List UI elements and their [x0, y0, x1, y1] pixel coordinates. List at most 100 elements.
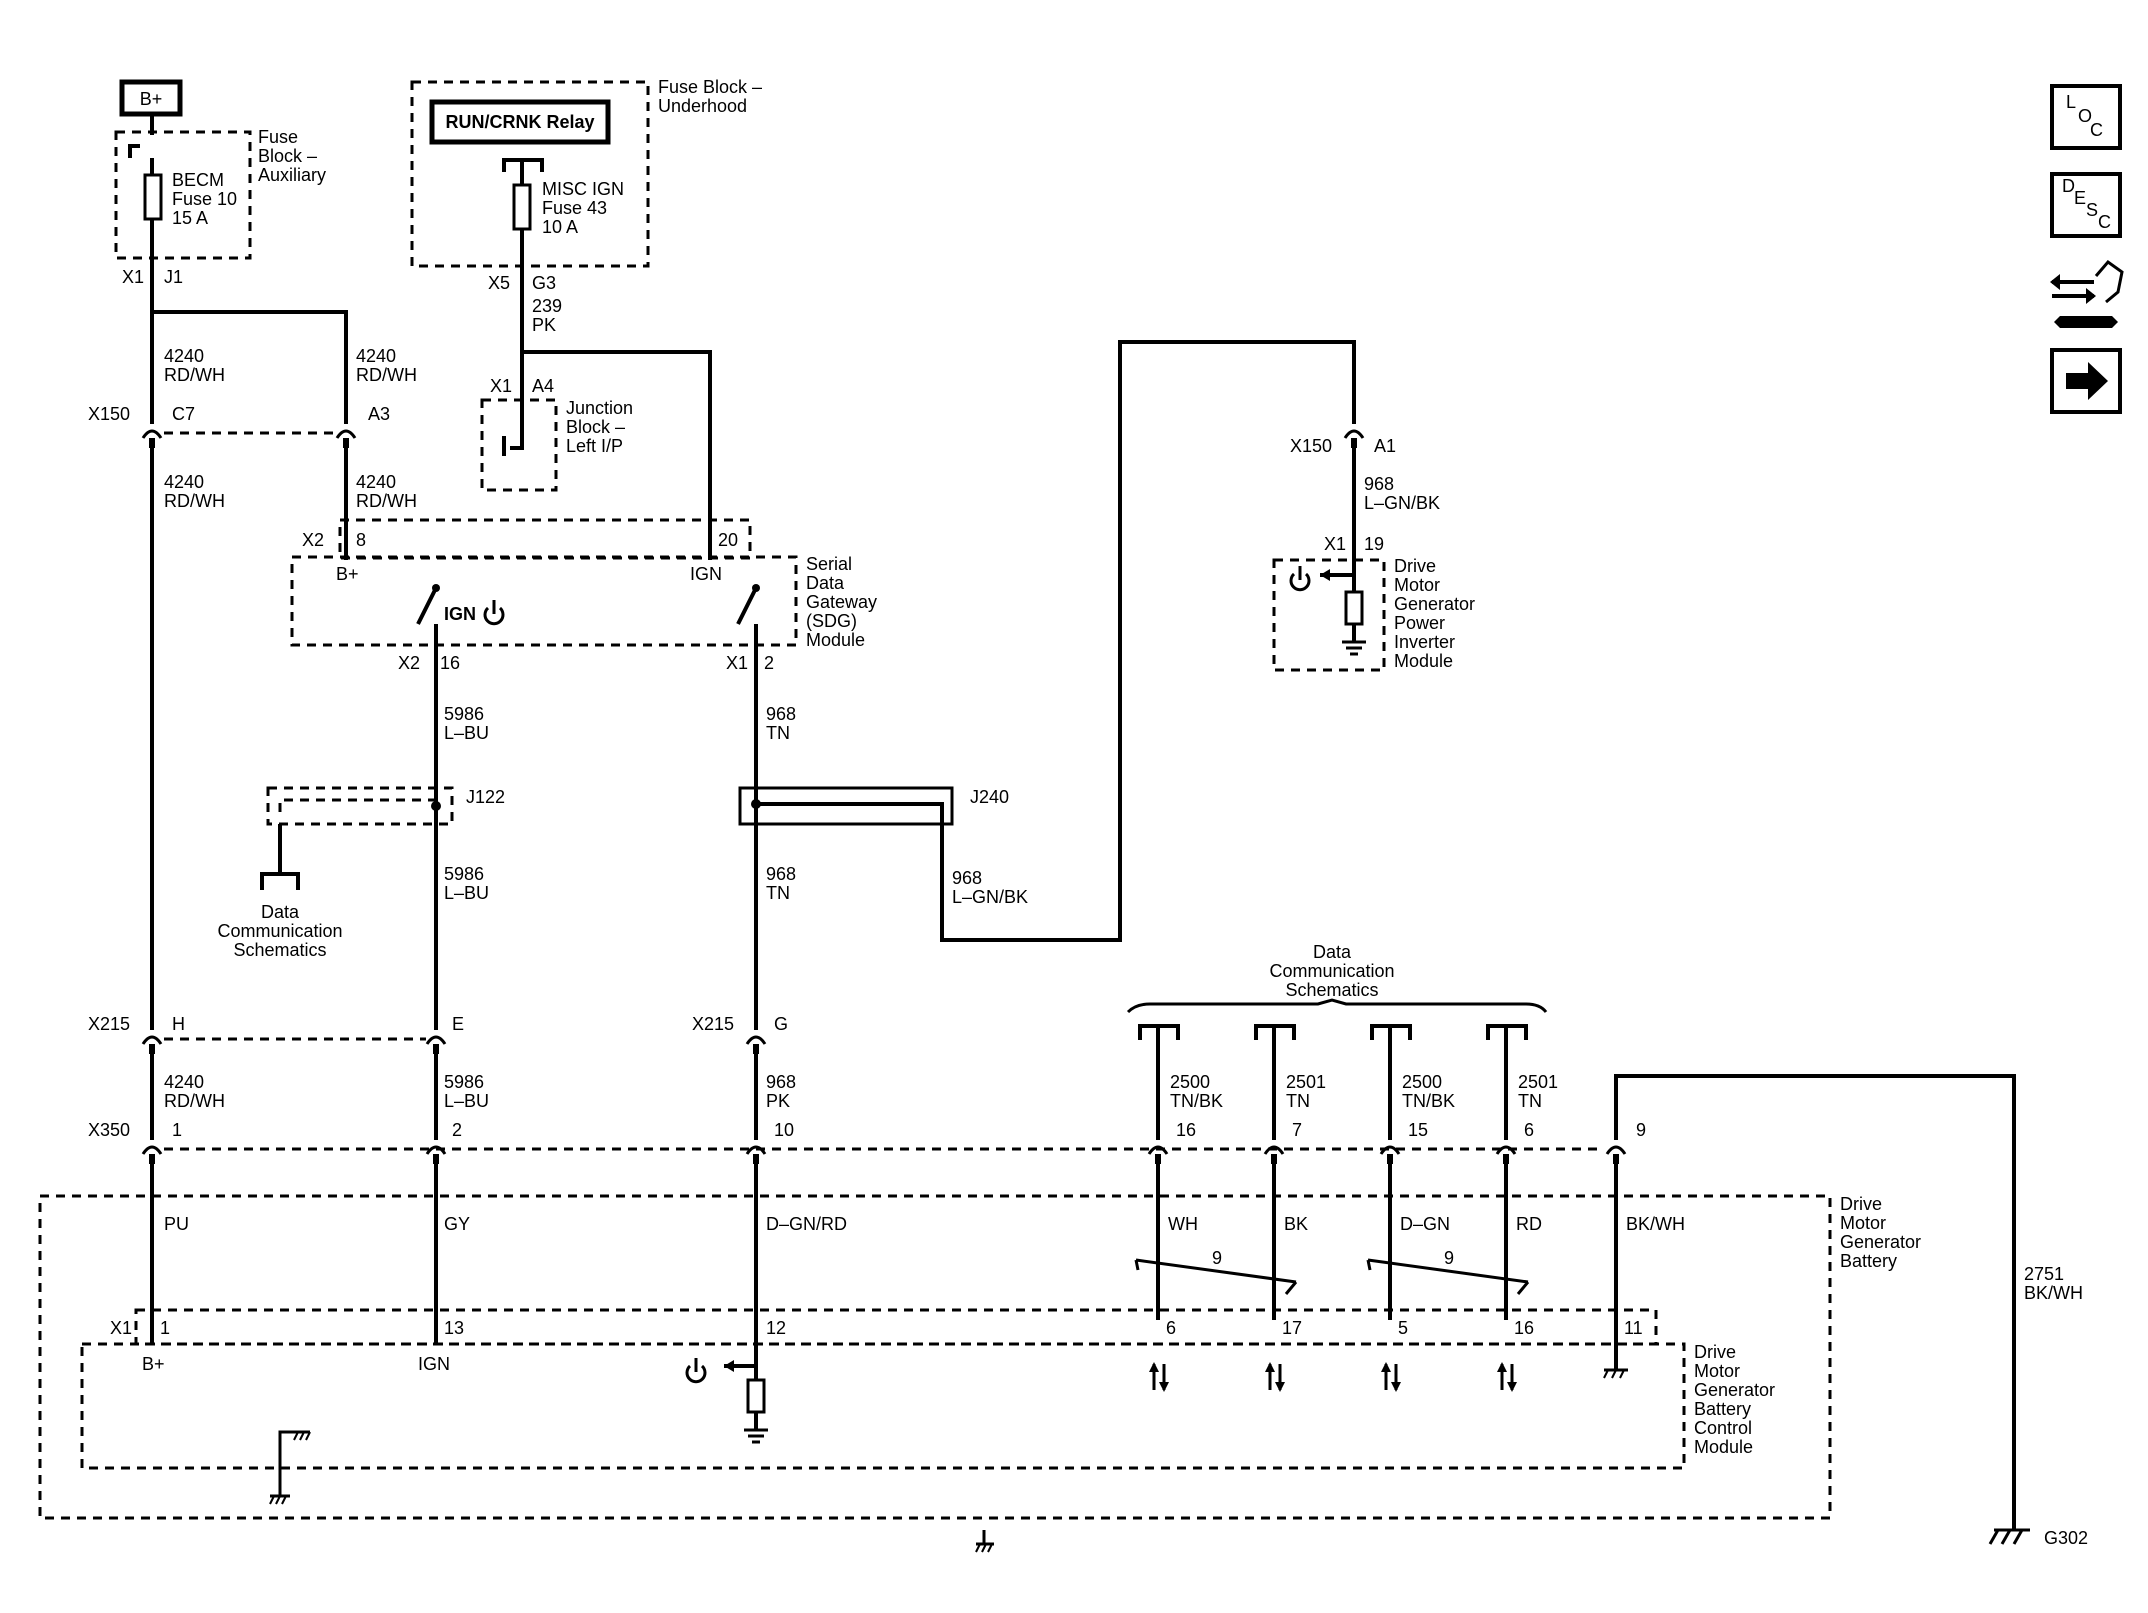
svg-text:TN: TN	[1286, 1091, 1310, 1111]
svg-text:O: O	[2078, 106, 2092, 126]
svg-text:RUN/CRNK Relay: RUN/CRNK Relay	[445, 112, 594, 132]
svg-text:Generator: Generator	[1394, 594, 1475, 614]
svg-text:9: 9	[1444, 1248, 1454, 1268]
junction-block-left-ip: Junction Block – Left I/P X1 A4	[480, 350, 712, 555]
svg-text:968: 968	[952, 868, 982, 888]
svg-text:Communication: Communication	[217, 921, 342, 941]
svg-text:4240: 4240	[164, 346, 204, 366]
svg-text:L–GN/BK: L–GN/BK	[952, 887, 1028, 907]
svg-text:IGN: IGN	[690, 564, 722, 584]
svg-text:2751: 2751	[2024, 1264, 2064, 1284]
svg-text:10: 10	[774, 1120, 794, 1140]
svg-text:TN: TN	[1518, 1091, 1542, 1111]
svg-text:Serial: Serial	[806, 554, 852, 574]
bidirectional-arrow-icon	[1497, 1362, 1517, 1392]
svg-text:Left I/P: Left I/P	[566, 436, 623, 456]
splice-j122: J122 Data Communication Schematics	[217, 786, 505, 960]
svg-text:15: 15	[1408, 1120, 1428, 1140]
svg-text:239: 239	[532, 296, 562, 316]
svg-text:RD/WH: RD/WH	[356, 365, 417, 385]
power-inverter-module: X1 19 Drive Motor Generator Power Invert…	[1272, 534, 1475, 672]
svg-text:Generator: Generator	[1694, 1380, 1775, 1400]
svg-text:X350: X350	[88, 1120, 130, 1140]
bidirectional-arrow-icon	[1265, 1362, 1285, 1392]
wire-4240-below-x150: 4240 RD/WH 4240 RD/WH	[150, 448, 417, 1030]
svg-text:Control: Control	[1694, 1418, 1752, 1438]
svg-text:4240: 4240	[164, 1072, 204, 1092]
svg-text:PK: PK	[532, 315, 556, 335]
loc-button[interactable]: L O C	[2050, 84, 2122, 150]
svg-text:X1: X1	[1324, 534, 1346, 554]
bidirectional-arrow-icon	[1381, 1362, 1401, 1392]
wire-4240-main: 4240 RD/WH 4240 RD/WH	[150, 258, 417, 424]
connector-tools-icon[interactable]	[2050, 259, 2124, 328]
svg-text:7: 7	[1292, 1120, 1302, 1140]
svg-text:A1: A1	[1374, 436, 1396, 456]
ground-icon	[975, 1530, 994, 1553]
svg-text:4240: 4240	[356, 472, 396, 492]
svg-text:Module: Module	[1694, 1437, 1753, 1457]
svg-text:X5: X5	[488, 273, 510, 293]
svg-text:5986: 5986	[444, 704, 484, 724]
svg-text:Power: Power	[1394, 613, 1445, 633]
svg-text:X2: X2	[398, 653, 420, 673]
power-icon	[685, 1358, 707, 1384]
svg-text:(SDG): (SDG)	[806, 611, 857, 631]
power-icon	[483, 600, 505, 626]
svg-text:Junction: Junction	[566, 398, 633, 418]
svg-text:GY: GY	[444, 1214, 470, 1234]
svg-text:X1: X1	[490, 376, 512, 396]
bplus-source: B+	[119, 79, 183, 117]
svg-text:4240: 4240	[356, 346, 396, 366]
svg-text:J240: J240	[970, 787, 1009, 807]
svg-text:5986: 5986	[444, 864, 484, 884]
svg-text:Generator: Generator	[1840, 1232, 1921, 1252]
connector-x350: X350 1 2 10 16 7 15 6 9	[88, 1120, 1646, 1164]
svg-text:D: D	[2062, 176, 2075, 196]
svg-text:G302: G302	[2044, 1528, 2088, 1548]
svg-text:X2: X2	[302, 530, 324, 550]
svg-text:D–GN: D–GN	[1400, 1214, 1450, 1234]
next-arrow-button[interactable]	[2050, 348, 2122, 414]
svg-text:Drive: Drive	[1694, 1342, 1736, 1362]
svg-text:Block –: Block –	[258, 146, 317, 166]
svg-text:Fuse 43: Fuse 43	[542, 198, 607, 218]
svg-text:RD/WH: RD/WH	[164, 1091, 225, 1111]
svg-text:J1: J1	[164, 267, 183, 287]
svg-text:X150: X150	[1290, 436, 1332, 456]
svg-text:TN/BK: TN/BK	[1402, 1091, 1455, 1111]
svg-text:Fuse: Fuse	[258, 127, 298, 147]
ground-icon	[1988, 1528, 2030, 1545]
svg-text:968: 968	[766, 704, 796, 724]
svg-text:Communication: Communication	[1269, 961, 1394, 981]
svg-text:B+: B+	[336, 564, 359, 584]
svg-text:A4: A4	[532, 376, 554, 396]
svg-text:1: 1	[172, 1120, 182, 1140]
svg-text:Drive: Drive	[1394, 556, 1436, 576]
desc-button[interactable]: D E S C	[2050, 172, 2122, 238]
svg-text:Inverter: Inverter	[1394, 632, 1455, 652]
connector-x150: X150 C7 A3	[88, 404, 390, 448]
svg-text:BK/WH: BK/WH	[1626, 1214, 1685, 1234]
svg-text:968: 968	[766, 864, 796, 884]
power-icon	[1289, 566, 1311, 592]
svg-text:Motor: Motor	[1394, 575, 1440, 595]
svg-text:S: S	[2086, 200, 2098, 220]
svg-text:A3: A3	[368, 404, 390, 424]
svg-text:968: 968	[1364, 474, 1394, 494]
svg-text:IGN: IGN	[418, 1354, 450, 1374]
svg-text:X215: X215	[692, 1014, 734, 1034]
svg-text:RD/WH: RD/WH	[164, 491, 225, 511]
svg-text:2: 2	[452, 1120, 462, 1140]
svg-text:H: H	[172, 1014, 185, 1034]
svg-text:X1: X1	[726, 653, 748, 673]
svg-text:BK/WH: BK/WH	[2024, 1283, 2083, 1303]
svg-text:6: 6	[1524, 1120, 1534, 1140]
svg-text:8: 8	[356, 530, 366, 550]
svg-text:X150: X150	[88, 404, 130, 424]
svg-text:968: 968	[766, 1072, 796, 1092]
svg-text:Block –: Block –	[566, 417, 625, 437]
svg-text:RD/WH: RD/WH	[356, 491, 417, 511]
ground-icon	[269, 1430, 311, 1505]
